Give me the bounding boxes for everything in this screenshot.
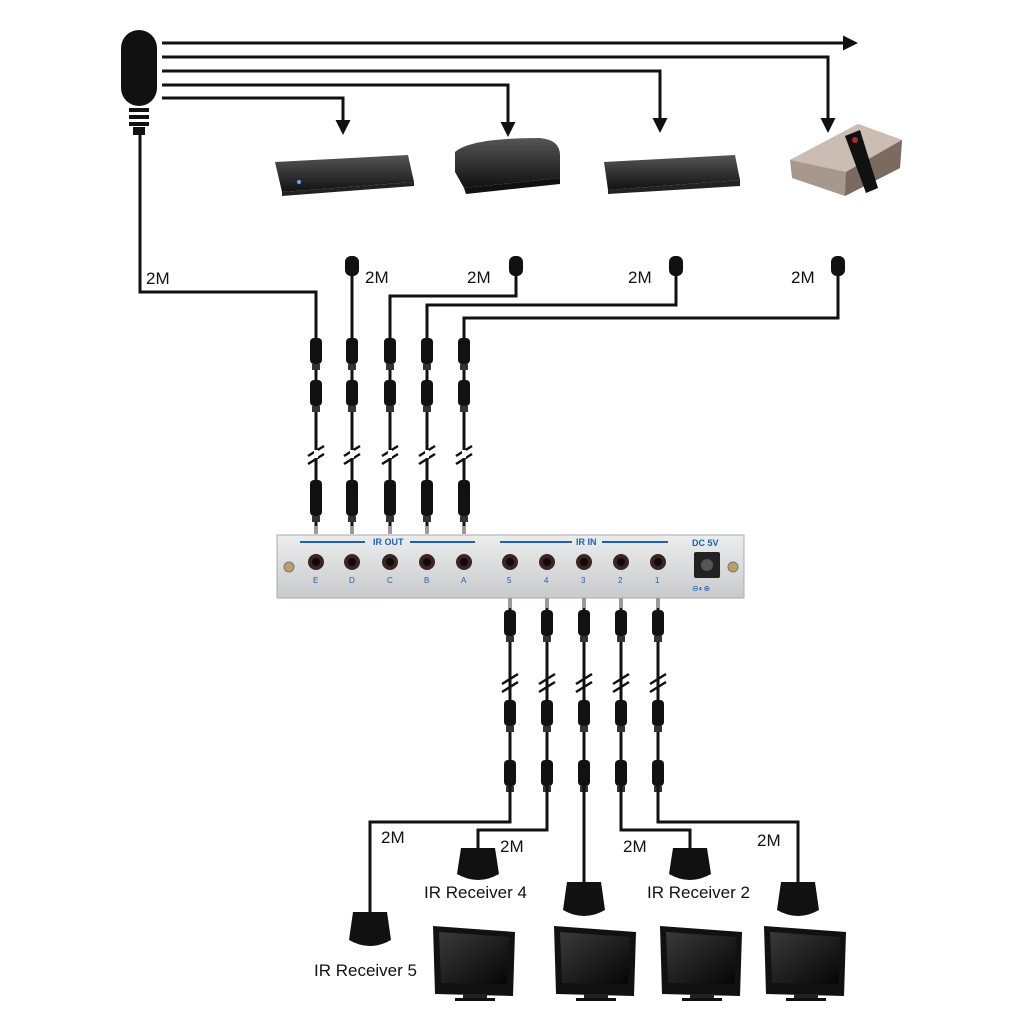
port-label: D <box>349 576 355 585</box>
ir-in-cable-plug <box>649 598 667 792</box>
cable-length-label: 2M <box>757 831 781 850</box>
port-label: 2 <box>618 576 623 585</box>
ir-receiver-2-label: IR Receiver 2 <box>647 883 750 902</box>
cable-length-label: 2M <box>500 837 524 856</box>
source-device-3 <box>604 155 740 194</box>
ir-in-cable-plug <box>612 598 630 792</box>
tv-displays <box>433 926 846 1001</box>
ir-in-connector-chains <box>501 598 667 792</box>
tv-display-icon <box>554 926 636 1001</box>
ir-receiver-5-label: IR Receiver 5 <box>314 961 417 980</box>
ir-out-cable-plug <box>418 332 436 534</box>
ir-out-port-e[interactable]: E <box>308 554 324 585</box>
ir-blaster-icon <box>121 30 157 135</box>
ir-out-cable-plug <box>381 332 399 534</box>
cable-length-label: 2M <box>628 268 652 287</box>
port-label: A <box>461 576 467 585</box>
cable-length-label: 2M <box>467 268 491 287</box>
port-label: B <box>424 576 429 585</box>
tv-display-icon <box>433 926 515 1001</box>
cable-length-label: 2M <box>146 269 170 288</box>
tv-display-icon <box>660 926 742 1001</box>
port-label: C <box>387 576 393 585</box>
ir-in-cables <box>368 785 800 912</box>
ir-out-cables <box>138 135 840 332</box>
port-label: 3 <box>581 576 586 585</box>
ir-out-port-a[interactable]: A <box>456 554 472 585</box>
cable-length-label: 2M <box>365 268 389 287</box>
dc-power-label: DC 5V <box>692 538 719 548</box>
ir-out-cable-plug <box>307 332 325 534</box>
source-device-2 <box>455 138 560 194</box>
cable-length-label: 2M <box>791 268 815 287</box>
ir-out-connector-chains <box>307 332 473 534</box>
blaster-signal-arrows <box>162 35 858 137</box>
source-device-4 <box>790 124 902 196</box>
ir-receiver-icon <box>349 848 819 946</box>
ir-out-label: IR OUT <box>373 537 404 547</box>
ir-emitter-icon <box>345 256 845 276</box>
ir-in-cable-plug <box>538 598 556 792</box>
port-label: 1 <box>655 576 660 585</box>
source-device-1 <box>275 155 414 196</box>
tv-display-icon <box>764 926 846 1001</box>
ir-out-port-b[interactable]: B <box>419 554 435 585</box>
ir-out-cable-plug <box>455 332 473 534</box>
switcher-ports: E D C B A 5 4 3 2 1 <box>308 554 666 585</box>
ir-in-port-1[interactable]: 1 <box>650 554 666 585</box>
ir-out-port-c[interactable]: C <box>382 554 398 585</box>
ir-receiver-4-label: IR Receiver 4 <box>424 883 527 902</box>
ir-out-port-d[interactable]: D <box>344 554 360 585</box>
ir-in-port-5[interactable]: 5 <box>502 554 518 585</box>
port-label: E <box>313 576 318 585</box>
cable-length-label: 2M <box>623 837 647 856</box>
svg-text:⊖◐⊕: ⊖◐⊕ <box>692 584 710 593</box>
ir-in-label: IR IN <box>576 537 597 547</box>
ir-in-cable-plug <box>501 598 519 792</box>
ir-out-cable-plug <box>343 332 361 534</box>
port-label: 4 <box>544 576 549 585</box>
ir-in-port-4[interactable]: 4 <box>539 554 555 585</box>
port-label: 5 <box>507 576 512 585</box>
cable-length-label: 2M <box>381 828 405 847</box>
ir-in-port-3[interactable]: 3 <box>576 554 592 585</box>
ir-in-cable-plug <box>575 598 593 792</box>
ir-in-port-2[interactable]: 2 <box>613 554 629 585</box>
